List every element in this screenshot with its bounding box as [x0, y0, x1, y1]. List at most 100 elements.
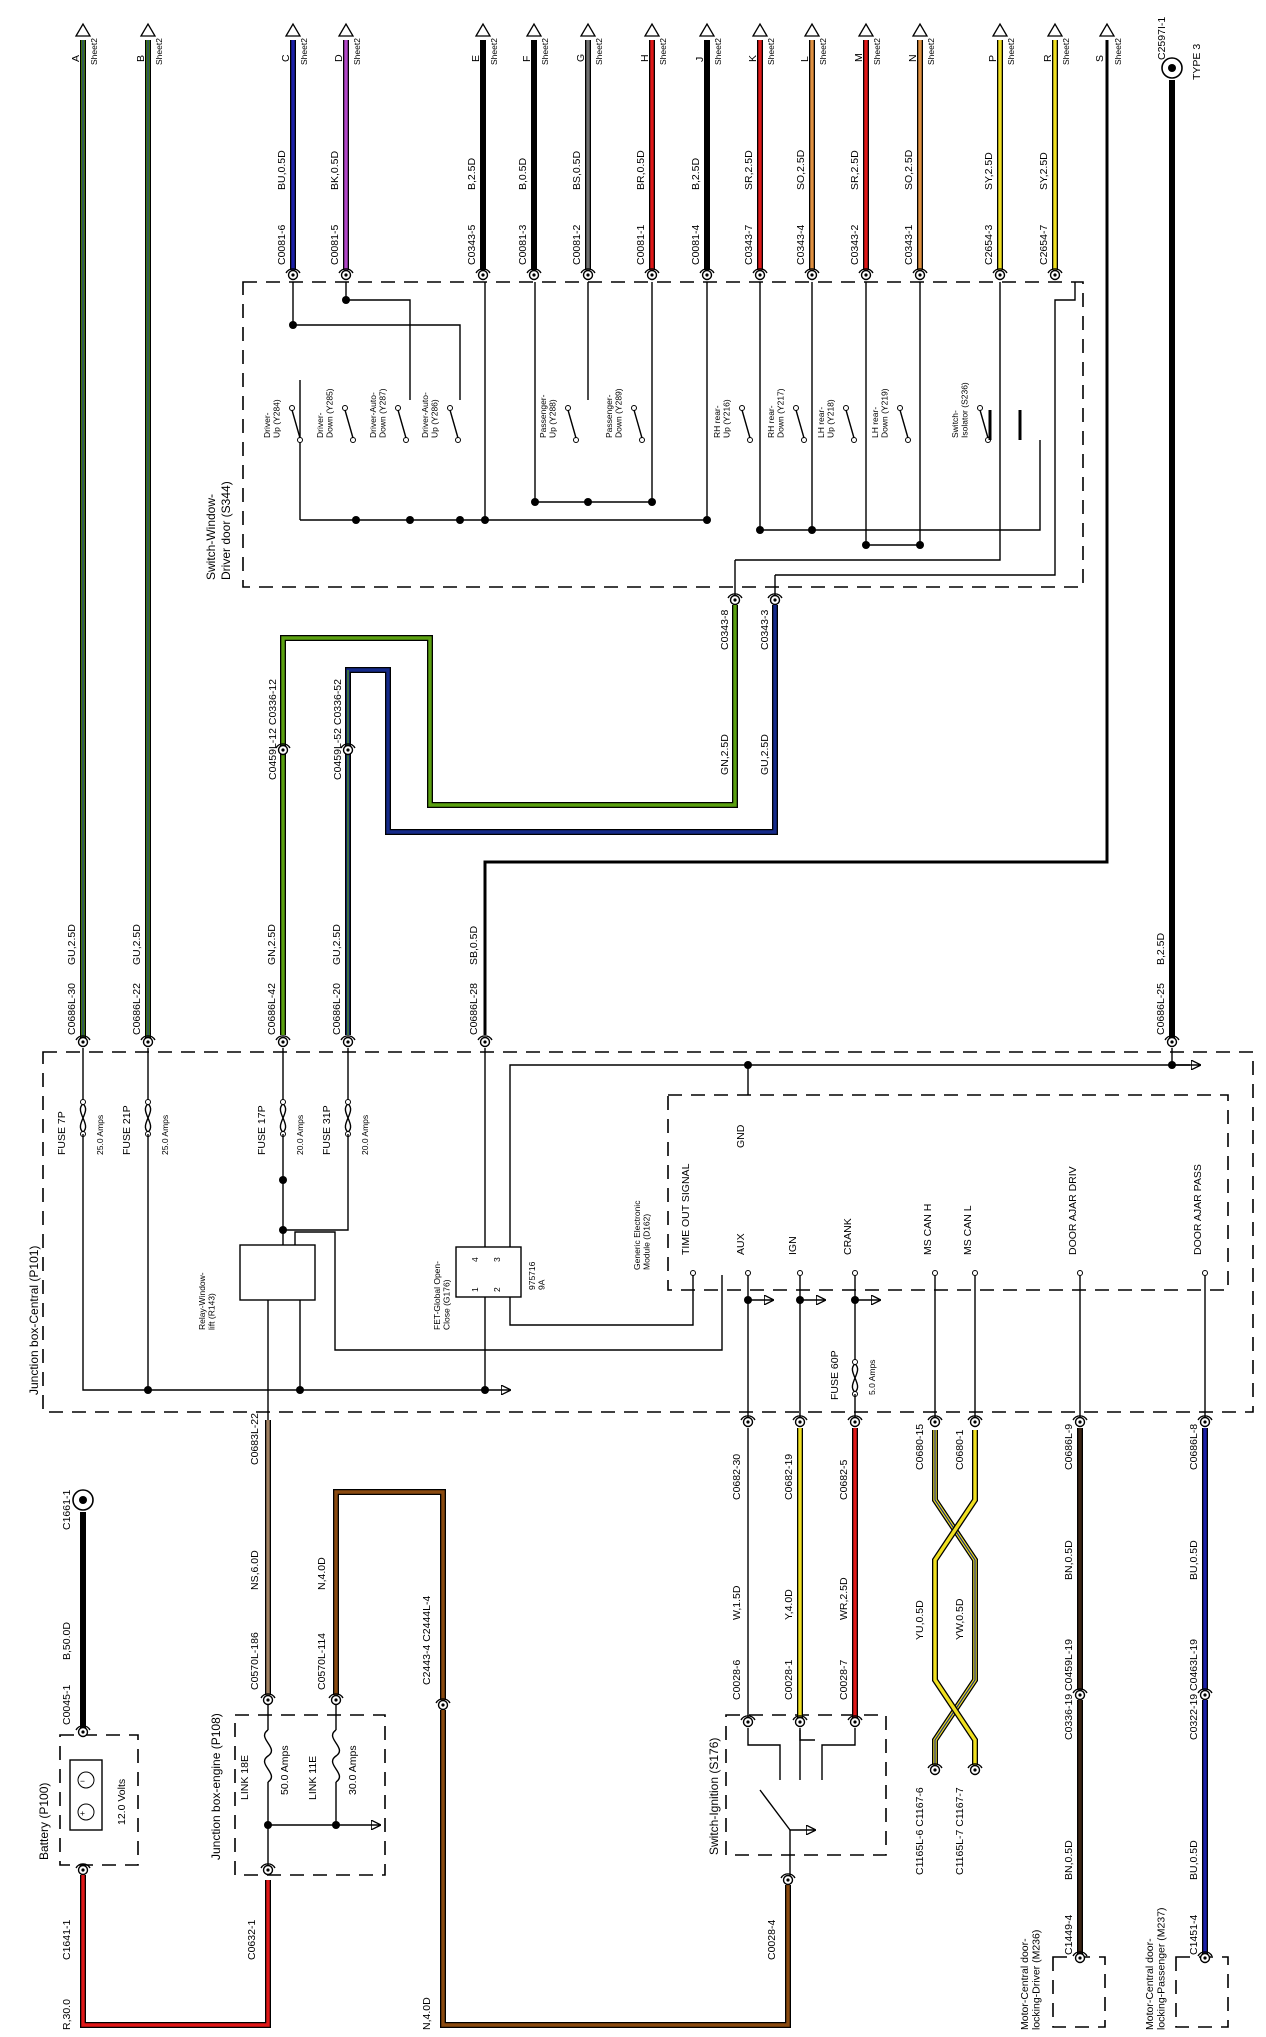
- motor-pas-title-line: Motor-Central door-: [1144, 1938, 1156, 2030]
- battery-title-line: Battery (P100): [37, 1783, 51, 1860]
- ejb-wire1: NS,6.0D: [249, 1550, 261, 1590]
- top-wire-color-5-line: BR,0.5D: [635, 150, 647, 190]
- switch-contact: [977, 405, 983, 411]
- motor-pas-conn: C0686L-8: [1188, 1424, 1200, 1470]
- jb-color-3-line: GU,2.5D: [331, 924, 343, 965]
- battery-top-conn: C1661-1: [61, 1490, 73, 1530]
- switch-contact: [573, 437, 579, 443]
- can-h-stripe: [934, 1430, 976, 1765]
- jb-conn-5: C0686L-25: [1155, 983, 1167, 1035]
- top-connector-11-socket: [992, 268, 1008, 274]
- top-wire-conn-4: C0081-2: [571, 225, 583, 265]
- fet-pin-line: 4: [470, 1257, 480, 1262]
- jb-conn-5-line: C0686L-25: [1155, 983, 1167, 1035]
- fuse-rating-2-line: 20.0 Amps: [295, 1115, 305, 1155]
- gem-signal-3: CRANK: [842, 1218, 854, 1255]
- top-wire-color-10: SO,2.5D: [903, 149, 915, 190]
- sheet-letter-0: A: [70, 55, 82, 62]
- sheet-name-0: Sheet2: [89, 38, 99, 65]
- fuse-name-3-line: FUSE 31P: [321, 1105, 333, 1155]
- switch-label-3-line: Up (Y286): [429, 399, 439, 438]
- ejb-title-line: Junction box-engine (P108): [209, 1713, 223, 1860]
- top-connector-10-socket: [912, 268, 928, 274]
- jb-entry-4-pin: [483, 1040, 487, 1044]
- fuse-end: [852, 1359, 858, 1365]
- can-bot-l-pin: [973, 1768, 977, 1772]
- jb-entry-2-pin: [281, 1040, 285, 1044]
- gem-signal-4-line: MS CAN H: [922, 1204, 934, 1255]
- top-connector-4-socket: [580, 268, 596, 274]
- top-wire-conn-7-line: C0343-7: [743, 225, 755, 265]
- sheet-letter-13: P: [987, 55, 999, 62]
- n4-conn: C2443-4 C2444L-4: [421, 1596, 433, 1685]
- sheet-arrow-icon: [139, 22, 157, 37]
- sheet-letter-11: M: [853, 53, 865, 62]
- sheet-letter-8-line: J: [694, 57, 706, 62]
- sheet-letter-2-line: C: [280, 54, 292, 62]
- top-wire-color-6: B,2.5D: [690, 157, 702, 190]
- sheet-arrow-icon: [284, 22, 302, 37]
- motor-drv-conn-line: C0686L-9: [1063, 1424, 1075, 1470]
- splice-dot: [862, 541, 870, 549]
- gem-signal-2-line: IGN: [787, 1236, 799, 1255]
- conn-c0343-8: C0343-8: [719, 610, 731, 650]
- jb-color-1-line: GU,2.5D: [131, 924, 143, 965]
- ign-color-2: WR,2.5D: [838, 1577, 850, 1620]
- mid-conn-1: C0459L-12 C0336-12: [267, 679, 279, 780]
- connector-c0459l-12-pin: [281, 748, 285, 752]
- motor-pas-color-line: BU,0.5D: [1188, 1540, 1200, 1580]
- switch-arm-icon: [344, 409, 354, 439]
- switch-arm-icon: [397, 409, 407, 439]
- switch-label-4-line: Up (Y288): [547, 399, 557, 438]
- sheet-letter-15: S: [1094, 55, 1106, 62]
- gem-label: Generic ElectronicModule (D162): [632, 1200, 651, 1270]
- splice-dot: [808, 526, 816, 534]
- gem-pin: [797, 1270, 803, 1276]
- motor-drv-mid-conn-line: C0336-19 C0459L-19: [1063, 1639, 1075, 1740]
- top-wire-conn-3-line: C0081-3: [517, 225, 529, 265]
- top-connector-7-socket: [752, 268, 768, 274]
- ign-sw-1-line: C0028-1: [783, 1660, 795, 1700]
- top-wire-conn-7: C0343-7: [743, 225, 755, 265]
- jb-entry-0-pin: [81, 1040, 85, 1044]
- ign-sw-conn-2-pin: [853, 1720, 857, 1724]
- jb-conn-0-line: C0686L-30: [66, 983, 78, 1035]
- battery-plus-icon: [77, 1803, 95, 1821]
- jb-color-4: SB,0.5D: [468, 925, 480, 965]
- can-color-1-line: YW,0.5D: [954, 1598, 966, 1640]
- sheet-name-1: Sheet2: [154, 38, 164, 65]
- motor-pas-mid-pin: [1203, 1693, 1207, 1697]
- top-connector-12-pin: [1053, 273, 1057, 277]
- engine-jb-box: [234, 1714, 386, 1876]
- ejb-wire1-line: NS,6.0D: [249, 1550, 261, 1590]
- motor-pas-bot-socket: [1197, 1951, 1213, 1957]
- top-connector-2-pin: [481, 273, 485, 277]
- switch-arm-icon: [845, 409, 855, 439]
- sheet-letter-7-line: H: [639, 54, 651, 62]
- switch-arm-icon: [979, 409, 989, 439]
- battery-volts: 12.0 Volts: [116, 1779, 128, 1825]
- fuse-end: [345, 1099, 351, 1105]
- top-connector-6-socket: [699, 268, 715, 274]
- sheet-letter-6-line: G: [575, 54, 587, 62]
- sheet-name-4-line: Sheet2: [489, 38, 499, 65]
- top-connector-10-pin: [918, 273, 922, 277]
- top-wire-conn-9: C0343-2: [849, 225, 861, 265]
- ign-conn-1-line: C0682-19: [783, 1454, 795, 1500]
- switch-contact: [747, 437, 753, 443]
- ground-conn: C2597I-1: [1156, 17, 1168, 60]
- switch-contact: [403, 437, 409, 443]
- top-wire-conn-2-line: C0343-5: [466, 225, 478, 265]
- sheet-letter-1: B: [135, 55, 147, 62]
- ejb-wire2: N,4.0D: [316, 1557, 328, 1590]
- sheet-letter-3-line: D: [333, 54, 345, 62]
- sheet-arrow-icon: [337, 22, 355, 37]
- sheet-letter-5-line: F: [521, 56, 533, 62]
- switch-label-2-line: Driver-Auto-: [368, 392, 378, 438]
- wire-n4-bottom: [441, 1710, 790, 2027]
- jb-entry-1-pin: [146, 1040, 150, 1044]
- switch-label-7: RH rear-Down (Y217): [766, 388, 785, 438]
- jb-color-1: GU,2.5D: [131, 924, 143, 965]
- connector-c0459l-52-pin: [346, 748, 350, 752]
- gem-pin: [932, 1270, 938, 1276]
